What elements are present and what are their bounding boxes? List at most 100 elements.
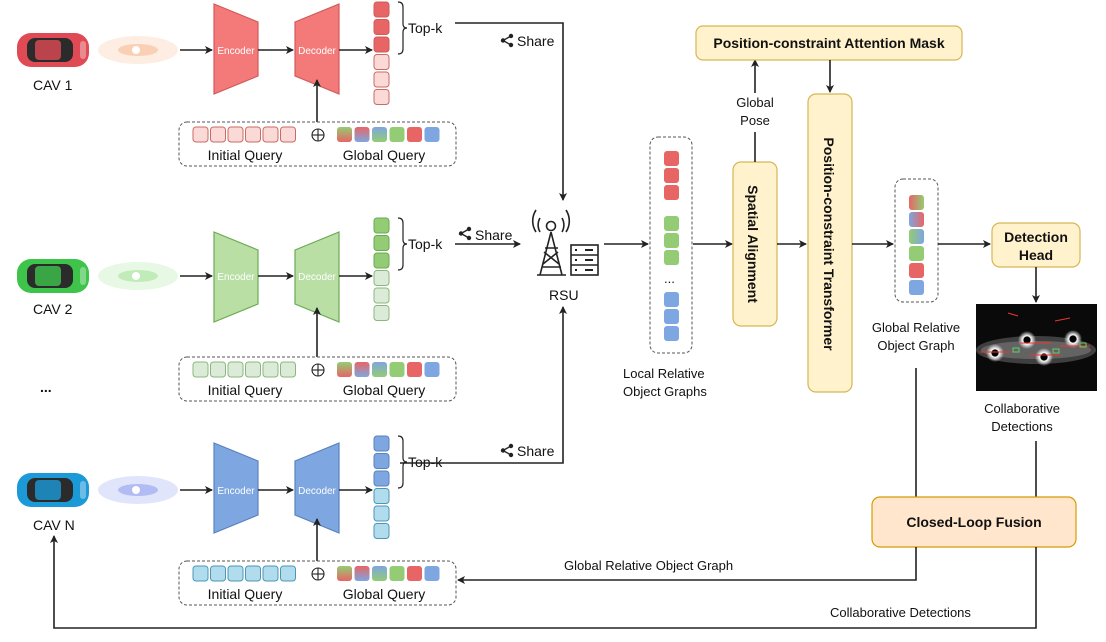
local-graph-node	[664, 151, 679, 166]
initial-query-token	[280, 565, 296, 582]
point-cloud-icon	[98, 36, 178, 64]
decoder-label: Decoder	[298, 46, 336, 57]
global-graph-node	[909, 263, 924, 278]
encoder-label: Encoder	[217, 272, 255, 283]
query-token	[373, 488, 390, 504]
collab-detections-label-1: Collaborative	[984, 401, 1060, 416]
global-query-token	[372, 127, 387, 142]
topk-query-token	[373, 217, 390, 234]
svg-text:Share: Share	[517, 33, 555, 49]
global-graph-node	[909, 212, 924, 227]
global-graph-label-1: Global Relative	[872, 320, 960, 335]
initial-query-token	[262, 565, 279, 582]
local-graph-node	[664, 292, 679, 307]
add-operator-icon	[311, 363, 325, 377]
output-queries	[373, 435, 390, 539]
query-token	[373, 71, 390, 88]
feedback-graph-path	[457, 547, 917, 584]
detections-image	[976, 304, 1097, 391]
detection-head-module: Detection Head	[991, 222, 1081, 268]
topk-brace	[397, 1, 408, 55]
global-query-token	[337, 566, 352, 581]
encoder-label: Encoder	[217, 46, 255, 57]
global-graph-node	[909, 280, 924, 295]
closed-loop-fusion-label: Closed-Loop Fusion	[906, 514, 1041, 530]
query-token	[373, 287, 390, 304]
global-query-token	[372, 566, 387, 581]
local-graphs-label-2: Object Graphs	[623, 384, 707, 399]
local-graph-node	[664, 250, 679, 265]
car-icon	[17, 259, 89, 293]
share-icon	[458, 226, 472, 241]
share-icon	[500, 33, 514, 48]
initial-query-label: Initial Query	[208, 147, 283, 163]
attention-mask-module: Position-constraint Attention Mask	[695, 25, 963, 61]
global-query-token	[389, 127, 405, 142]
global-query-token	[407, 566, 422, 581]
initial-query-token	[192, 361, 209, 378]
decoder-label: Decoder	[298, 486, 336, 497]
pc-transformer-label: Position-constraint Transformer	[821, 137, 837, 351]
initial-query-token	[227, 126, 244, 143]
global-query-token	[424, 127, 440, 142]
global-query-label: Global Query	[343, 382, 425, 398]
global-query-token	[407, 362, 422, 377]
topk-query-token	[373, 36, 390, 53]
local-graph-node	[664, 185, 679, 200]
share-icon	[500, 443, 514, 458]
global-object-graph	[894, 178, 939, 303]
output-queries	[373, 1, 390, 105]
local-graphs-ellipsis: ...	[664, 271, 675, 286]
initial-query-token	[192, 126, 209, 143]
attention-mask-label: Position-constraint Attention Mask	[713, 35, 944, 51]
global-graph-node	[909, 246, 924, 261]
initial-query-token	[245, 361, 261, 378]
initial-query-token	[210, 361, 226, 378]
global-query-token	[337, 362, 352, 377]
spatial-alignment-label: Spatial Alignment	[745, 185, 761, 303]
car-icon	[17, 33, 89, 67]
global-graph-node	[909, 195, 924, 210]
global-query-token	[372, 362, 387, 377]
global-graph-node	[909, 229, 924, 244]
global-query-token	[354, 127, 370, 142]
spatial-alignment-module: Spatial Alignment	[732, 161, 778, 327]
feedback-graph-label: Global Relative Object Graph	[564, 558, 733, 573]
topk-query-token	[373, 453, 390, 469]
topk-query-token	[373, 1, 390, 18]
output-queries	[373, 217, 390, 321]
feedback-detections-label: Collaborative Detections	[830, 605, 971, 620]
share-label-cav1: Share	[500, 33, 555, 49]
topk-query-token	[373, 19, 390, 35]
detection-head-label-1: Detection	[1004, 229, 1068, 245]
rsu-label: RSU	[549, 287, 579, 303]
global-query-token	[389, 362, 405, 377]
encoder-label: Encoder	[217, 486, 255, 497]
global-query-token	[337, 127, 352, 142]
initial-query-token	[192, 565, 209, 582]
global-query-token	[407, 127, 422, 142]
initial-query-label: Initial Query	[208, 382, 283, 398]
topk-query-token	[373, 252, 390, 269]
global-query-token	[354, 362, 370, 377]
initial-query-token	[262, 126, 279, 143]
topk-label: Top-k	[408, 20, 443, 36]
global-query-token	[354, 566, 370, 581]
cav-name: CAV N	[33, 517, 75, 533]
pc-transformer-module: Position-constraint Transformer	[807, 93, 853, 393]
cav-name: CAV 1	[33, 77, 73, 93]
cav-name: CAV 2	[33, 301, 73, 317]
car-icon	[17, 473, 89, 507]
local-graph-node	[664, 168, 679, 183]
decoder-block: Decoder	[294, 442, 340, 534]
decoder-block: Decoder	[294, 231, 340, 323]
detection-head-label-2: Head	[1019, 247, 1053, 263]
share-label-cav2: Share	[458, 226, 513, 243]
query-token	[373, 305, 390, 321]
query-token	[373, 523, 390, 539]
